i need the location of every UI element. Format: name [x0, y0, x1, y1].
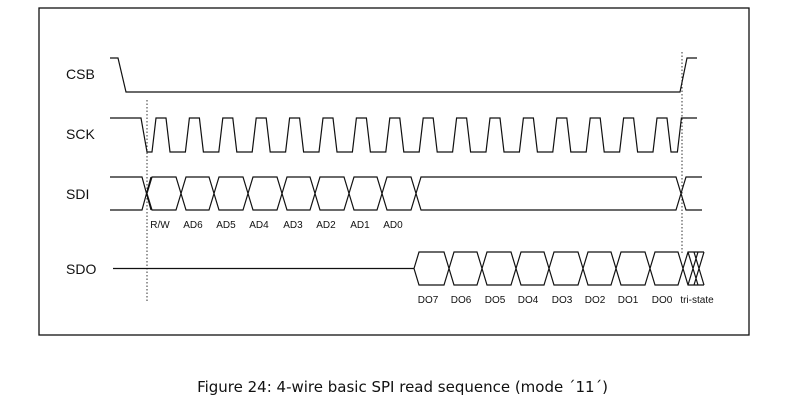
sdi-bit-cell [213, 176, 249, 211]
sdo-bit-label: DO2 [585, 295, 606, 306]
sdi-bit-label: AD5 [216, 220, 236, 231]
sdi-bit-cell [146, 176, 182, 211]
sdo-bit-cell [582, 251, 617, 286]
sdi-bit-label: AD4 [249, 220, 269, 231]
sck-label: SCK [66, 126, 95, 142]
sdo-bit-labels: DO7 DO6 DO5 DO4 DO3 DO2 DO1 DO0 tri-state [418, 295, 714, 306]
sdo-bit-cell [515, 251, 550, 286]
sdi-lead [110, 176, 152, 211]
sdi-bit-label: AD3 [283, 220, 303, 231]
sdo-bit-label: DO6 [451, 295, 472, 306]
sdo-bit-label: DO4 [518, 295, 539, 306]
sdi-bit-cell [247, 176, 283, 211]
sdi-bit-label: AD0 [383, 220, 403, 231]
sdi-bit-label: AD2 [316, 220, 336, 231]
sdo-bit-label: DO5 [485, 295, 506, 306]
sdo-bit-cell [649, 251, 684, 286]
sdo-bit-cell [548, 251, 584, 286]
sdi-bit-cell [281, 176, 316, 211]
sdo-waveform [113, 251, 705, 286]
sdi-bit-cell [180, 176, 215, 211]
sdi-bit-cell [314, 176, 350, 211]
sdo-bit-cell [481, 251, 517, 286]
csb-label: CSB [66, 66, 95, 82]
sdi-bit-label: AD6 [183, 220, 203, 231]
sdo-bit-label: DO1 [618, 295, 639, 306]
sck-waveform [110, 117, 697, 153]
sdi-bit-cell [381, 176, 417, 211]
sdi-bit-cell [348, 176, 383, 211]
sdo-tristate [682, 251, 705, 286]
sdo-bit-cell [413, 251, 450, 286]
sdo-label: SDO [66, 261, 96, 277]
sdi-bit-label: AD1 [350, 220, 370, 231]
sdo-bit-label: DO3 [552, 295, 573, 306]
csb-waveform [110, 57, 697, 93]
sdi-label: SDI [66, 186, 89, 202]
sdi-waveform [110, 176, 702, 211]
sdi-bit-labels: R/W AD6 AD5 AD4 AD3 AD2 AD1 AD0 [150, 220, 403, 231]
sdo-bit-label: DO7 [418, 295, 439, 306]
sdi-bit-label: R/W [150, 220, 170, 231]
sdo-bit-cell [615, 251, 651, 286]
diagram-frame [38, 7, 750, 336]
figure-caption: Figure 24: 4-wire basic SPI read sequenc… [197, 378, 608, 396]
sdo-bit-label: tri-state [680, 295, 714, 306]
sdi-idle [415, 176, 702, 211]
sdo-bit-label: DO0 [652, 295, 673, 306]
sdo-bit-cell [448, 251, 483, 286]
